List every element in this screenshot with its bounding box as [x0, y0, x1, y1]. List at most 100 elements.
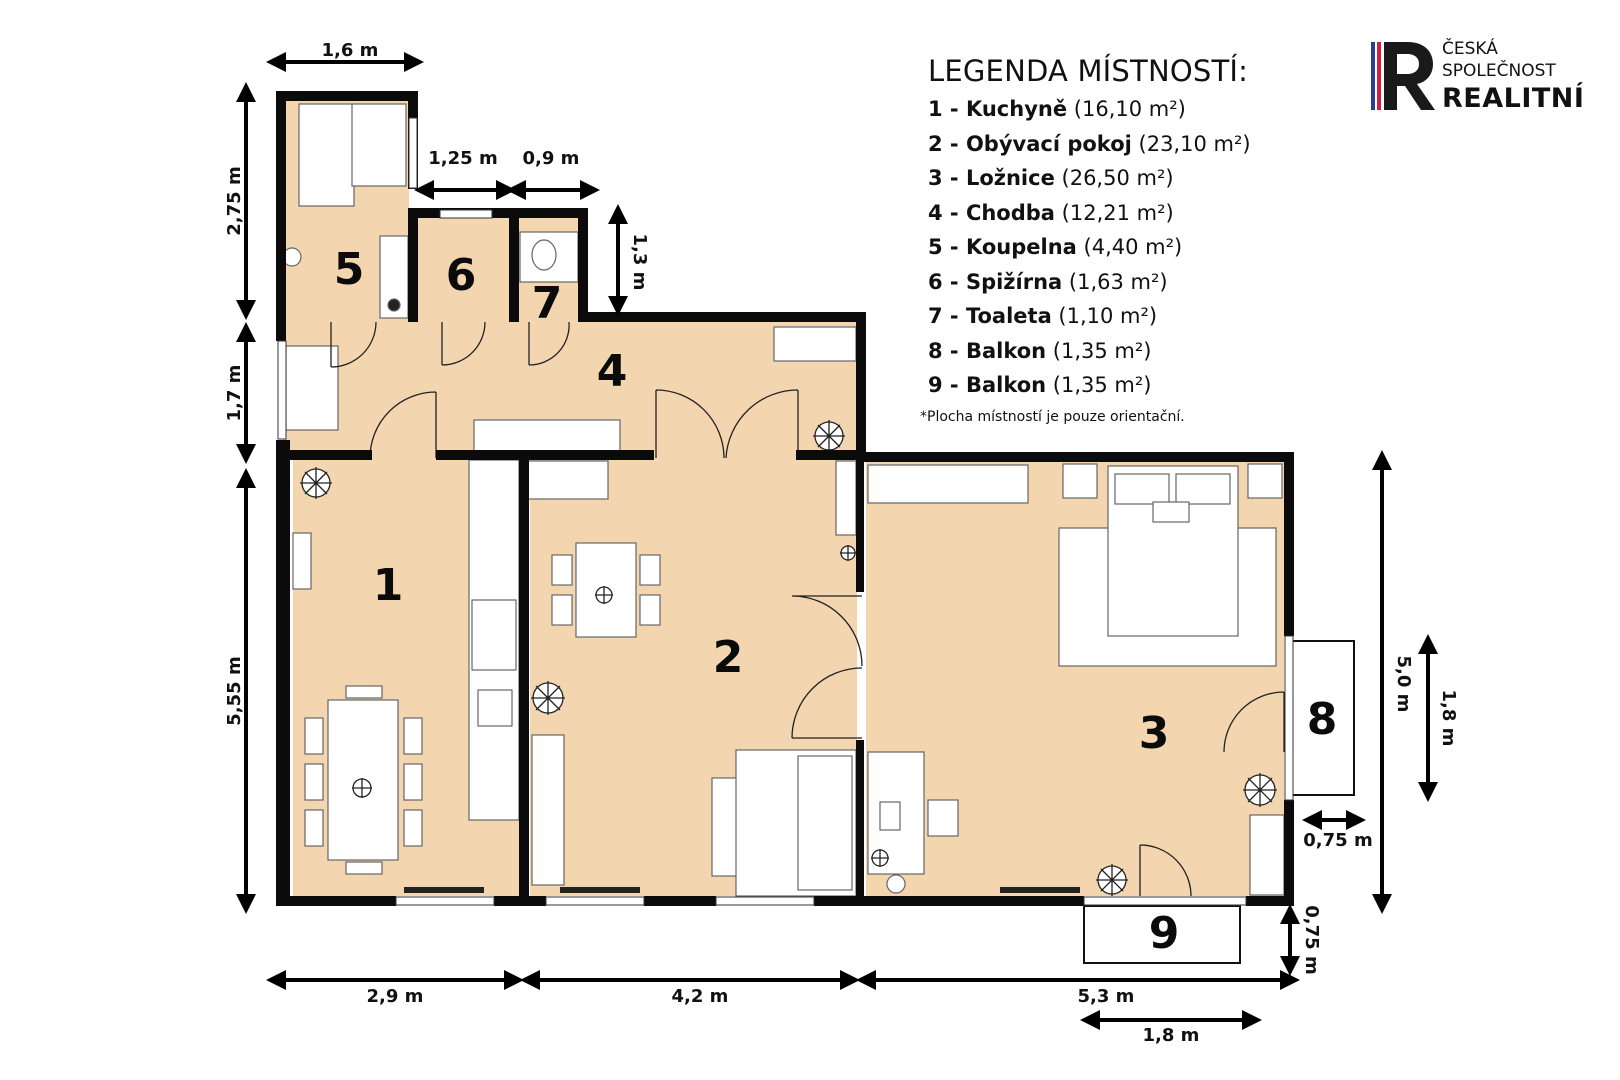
balconies	[1083, 640, 1355, 964]
window	[439, 209, 493, 219]
tv-stand	[531, 734, 565, 886]
dim-label: 0,75 m	[1301, 905, 1322, 974]
legend-item: 7 - Toaleta (1,10 m²)	[928, 299, 1251, 334]
legend-item: 2 - Obývací pokoj (23,10 m²)	[928, 127, 1251, 162]
window	[715, 896, 815, 906]
room-number-8: 8	[1307, 694, 1338, 745]
plant-icon	[871, 849, 889, 867]
windows	[277, 117, 1294, 906]
door-toilet	[528, 321, 570, 366]
chair-8	[345, 861, 383, 875]
dim-label: 4,2 m	[672, 986, 729, 1007]
logo-letter-r	[1384, 42, 1435, 110]
wall	[856, 452, 1294, 462]
dim-label: 2,9 m	[367, 986, 424, 1007]
legend-item-area: (1,35 m²)	[1052, 338, 1152, 363]
bin	[886, 874, 906, 894]
wall	[644, 896, 716, 906]
kitchen-stove	[471, 599, 517, 671]
legend-item-label: 1 - Kuchyně	[928, 97, 1068, 121]
wall	[276, 450, 372, 460]
bathtub	[298, 103, 355, 207]
logo-stripe-red	[1377, 42, 1381, 110]
plant-icon	[1096, 864, 1128, 896]
desk-chair	[927, 799, 959, 837]
radiator	[560, 887, 640, 893]
chair-5	[403, 763, 423, 801]
wall	[1246, 896, 1294, 906]
room-number-3: 3	[1139, 708, 1170, 759]
door-kitchen	[369, 391, 437, 459]
toilet-bowl	[531, 239, 557, 271]
wall	[856, 458, 864, 592]
chair-7	[345, 685, 383, 699]
chair-1	[304, 717, 324, 755]
pillow-2	[1175, 473, 1231, 505]
wall	[814, 896, 1084, 906]
door-pantry	[441, 321, 486, 366]
radiator	[404, 887, 484, 893]
laptop	[879, 801, 901, 831]
washing-machine-drum	[387, 298, 401, 312]
dim-label: 1,6 m	[322, 40, 379, 61]
dim-label: 0,9 m	[523, 148, 580, 169]
dim-label: 5,3 m	[1078, 986, 1135, 1007]
pillow-3	[1152, 501, 1190, 523]
door-living-2	[725, 389, 799, 459]
wall	[856, 312, 866, 462]
window	[1083, 896, 1247, 906]
pillow-1	[1114, 473, 1170, 505]
room-number-7: 7	[532, 278, 563, 329]
plant-icon	[595, 586, 613, 604]
doors	[330, 321, 1285, 897]
hall-bench	[473, 419, 621, 453]
lr-chair-1	[551, 554, 573, 586]
legend-title: LEGENDA MÍSTNOSTÍ:	[928, 54, 1249, 88]
wall	[509, 212, 519, 322]
plant-icon	[813, 420, 845, 452]
room-legend: LEGENDA MÍSTNOSTÍ: 1 - Kuchyně (16,10 m²…	[920, 54, 1251, 425]
cabinet-lr	[835, 460, 857, 536]
logo-line-1: ČESKÁ	[1442, 39, 1498, 59]
door-bedroom-2	[791, 667, 863, 739]
legend-item-area: (16,10 m²)	[1073, 97, 1186, 121]
window	[1284, 635, 1294, 801]
wardrobe-bedroom	[867, 464, 1029, 504]
dim-label: 1,7 m	[224, 365, 245, 422]
wall	[796, 450, 866, 460]
legend-item-area: (12,21 m²)	[1061, 200, 1174, 225]
room-number-2: 2	[713, 632, 744, 683]
chair-3	[304, 809, 324, 847]
wall	[436, 450, 654, 460]
room-number-5: 5	[334, 244, 365, 295]
room-6-floor	[418, 218, 510, 322]
dim-label: 1,8 m	[1438, 690, 1459, 747]
chair-2	[304, 763, 324, 801]
legend-item-label: 5 - Koupelna	[928, 235, 1077, 259]
logo-stripe-blue	[1371, 42, 1375, 110]
legend-item-area: (4,40 m²)	[1083, 235, 1183, 259]
legend-item-area: (1,63 m²)	[1068, 269, 1168, 294]
lr-chair-3	[639, 554, 661, 586]
lr-chair-2	[551, 594, 573, 626]
nightstand-1	[1062, 463, 1098, 499]
legend-item-label: 9 - Balkon	[928, 373, 1047, 397]
balcony-8	[1289, 640, 1355, 796]
chair-4	[403, 717, 423, 755]
window	[277, 340, 287, 440]
wall	[578, 208, 588, 318]
dimension-lines	[236, 52, 1438, 1030]
window	[408, 117, 418, 189]
wardrobe	[285, 345, 339, 431]
legend-item: 1 - Kuchyně (16,10 m²)	[928, 92, 1251, 127]
legend-item-area: (1,35 m²)	[1052, 373, 1152, 397]
sofa-seat	[797, 755, 853, 891]
wall	[276, 91, 418, 101]
door-balcony-8	[1223, 691, 1285, 753]
plant-icon	[300, 467, 332, 499]
wall	[276, 440, 290, 904]
legend-item: 6 - Spižírna (1,63 m²)	[928, 265, 1251, 300]
wall	[856, 740, 864, 898]
wall	[1284, 800, 1294, 904]
shower	[351, 103, 407, 187]
